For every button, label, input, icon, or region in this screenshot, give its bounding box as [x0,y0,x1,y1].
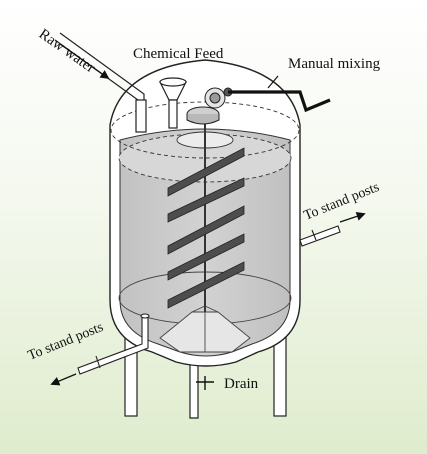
right-outlet-arrow [339,211,366,223]
left-outlet-pipe [77,313,150,375]
manual-mixing-handle [228,90,331,113]
chemical-feed-funnel [159,77,187,129]
right-outlet-pipe [299,225,341,247]
conical-bottom [159,305,251,353]
tank-top-ring [110,101,300,159]
chemical-feed-label: Chemical Feed [133,46,224,62]
drain-label: Drain [224,376,259,392]
manual-mixing-label: Manual mixing [288,56,381,72]
drain-valve [196,376,214,390]
left-outlet-arrow [50,373,77,386]
manual-mixing-pointer [267,75,279,89]
tank-legs [124,329,287,419]
mixer-paddles [167,147,245,309]
gear-mechanism [186,87,233,125]
raw-water-arrow [59,43,110,80]
